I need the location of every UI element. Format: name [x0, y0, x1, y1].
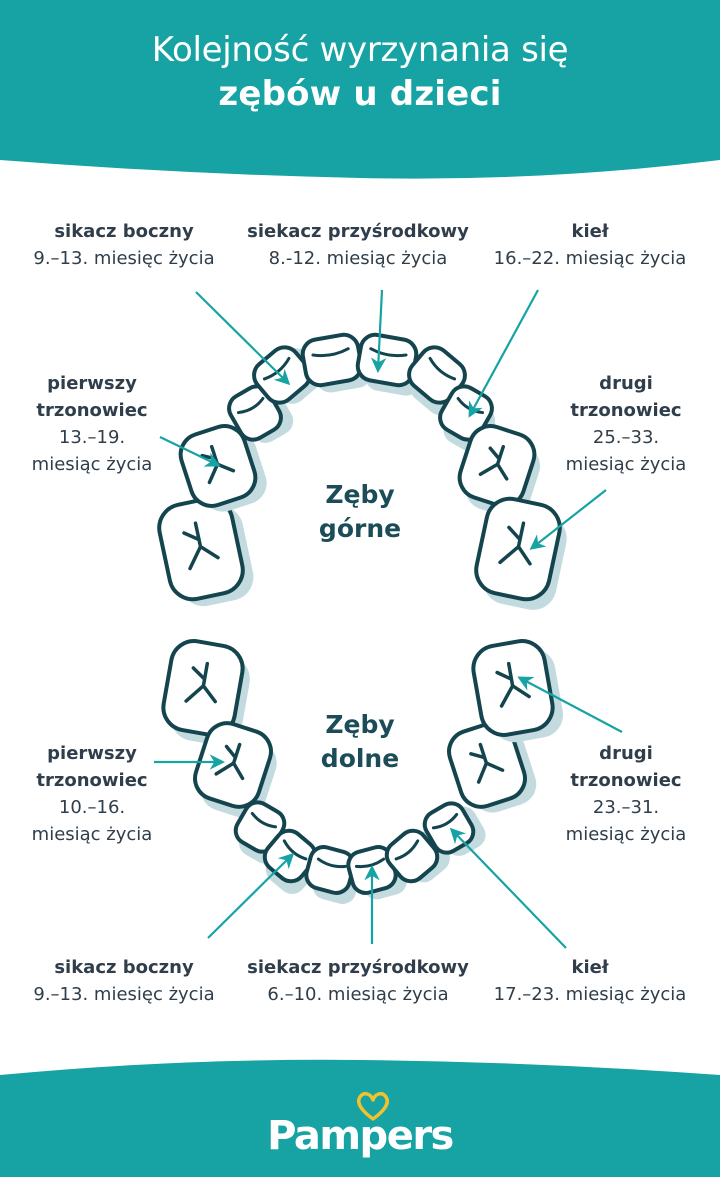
label-age: miesiąc życia [31, 454, 153, 475]
label-age: 10.–16. [58, 797, 126, 818]
label-upper-canine: kieł 16.–22. miesiąc życia [494, 218, 687, 272]
tooth-edge [369, 347, 408, 358]
upper-right-first-molar [457, 424, 541, 518]
upper-left-second-molar [157, 496, 254, 607]
tooth-groove [498, 521, 532, 566]
arrow-upper-canine [468, 289, 539, 418]
label-age: 6.–10. miesiąc życia [267, 984, 449, 1005]
label-name: drugi [599, 743, 653, 764]
label-name: trzonowiec [570, 400, 682, 421]
label-name: sikacz boczny [54, 221, 194, 242]
label-lower-central-incisor: siekacz przyśrodkowy 6.–10. miesiąc życi… [247, 954, 469, 1008]
arrow-lower-second-molar [517, 676, 623, 733]
label-upper-first-molar: pierwszy trzonowiec 13.–19. miesiąc życi… [32, 370, 153, 478]
tooth-groove [478, 444, 509, 481]
label-upper-second-molar: drugi trzonowiec 25.–33. miesiąc życia [566, 370, 687, 478]
label-name: sikacz boczny [54, 957, 194, 978]
tooth-edge [282, 839, 308, 861]
label-name: trzonowiec [36, 400, 148, 421]
label-age: 9.–13. miesięc życia [33, 984, 215, 1005]
arrow-upper-central-incisor [370, 289, 387, 374]
label-age: 23.–31. [592, 797, 660, 818]
upper-jaw [157, 332, 567, 610]
label-name: siekacz przyśrodkowy [247, 957, 469, 978]
tooth-groove [184, 661, 217, 704]
label-name: drugi [599, 373, 653, 394]
label-upper-lateral-incisor: sikacz boczny 9.–13. miesięc życia [33, 218, 214, 272]
header-band [0, 0, 720, 179]
tooth-edge [311, 347, 350, 358]
label-age: 9.–13. miesięc życia [33, 248, 215, 269]
label-name: kieł [571, 221, 609, 242]
label-age: 16.–22. miesiąc życia [493, 248, 687, 269]
pampers-logo: Pampers [267, 1091, 454, 1159]
lower-jaw-title: Zęby dolne [321, 708, 399, 776]
title-line-1: Kolejność wyrzynania się [151, 30, 569, 70]
footer-band [0, 1059, 720, 1177]
upper-right-second-molar [474, 496, 567, 610]
heart-icon [357, 1091, 389, 1121]
label-name: trzonowiec [36, 770, 148, 791]
arrow-upper-lateral-incisor [195, 291, 291, 386]
tooth-groove [182, 521, 220, 571]
label-age: miesiąc życia [565, 824, 687, 845]
lower-right-first-molar [447, 721, 537, 813]
tooth-groove [495, 661, 531, 708]
tooth-outline [384, 828, 440, 884]
tooth-groove [469, 742, 505, 784]
tooth-edge [316, 857, 348, 869]
label-age: miesiąc życia [31, 824, 153, 845]
lower-jaw-title-line-1: Zęby [325, 710, 395, 739]
label-lower-lateral-incisor: sikacz boczny 9.–13. miesięc życia [33, 954, 214, 1008]
lower-left-central-incisor [304, 845, 361, 904]
label-lower-canine: kieł 17.–23. miesiąc życia [494, 954, 687, 1008]
label-name: kieł [571, 957, 609, 978]
lower-right-second-molar [471, 639, 564, 743]
arrow-upper-second-molar [529, 489, 607, 550]
tooth-outline [300, 332, 364, 388]
label-upper-central-incisor: siekacz przyśrodkowy 8.-12. miesiąc życi… [247, 218, 469, 272]
label-age: 25.–33. [592, 427, 660, 448]
tooth-edge [428, 356, 457, 381]
header: Kolejność wyrzynania się zębów u dzieci [0, 28, 720, 116]
lower-jaw [161, 639, 564, 904]
label-age: 13.–19. [58, 427, 126, 448]
arrow-upper-first-molar [159, 436, 221, 467]
label-lower-second-molar: drugi trzonowiec 23.–31. miesiąc życia [566, 740, 687, 848]
label-name: siekacz przyśrodkowy [247, 221, 469, 242]
arrow-lower-lateral-incisor [207, 852, 295, 939]
label-age: 17.–23. miesiąc życia [493, 984, 687, 1005]
upper-jaw-title-line-1: Zęby [325, 480, 395, 509]
label-name: trzonowiec [570, 770, 682, 791]
lower-jaw-title-line-2: dolne [320, 744, 400, 773]
tooth-edge [236, 396, 265, 415]
upper-jaw-title-line-2: górne [318, 514, 402, 543]
title-line-2: zębów u dzieci [218, 74, 502, 114]
label-age: miesiąc życia [565, 454, 687, 475]
logo-text: Pampers [267, 1113, 453, 1159]
tooth-edge [394, 839, 420, 861]
label-age: 8.-12. miesiąc życia [268, 248, 448, 269]
tooth-edge [250, 811, 278, 829]
upper-jaw-title: Zęby górne [319, 478, 401, 546]
label-lower-first-molar: pierwszy trzonowiec 10.–16. miesiąc życi… [32, 740, 153, 848]
label-name: pierwszy [47, 373, 137, 394]
arrow-lower-canine [449, 827, 567, 949]
pointer-arrows [154, 289, 623, 949]
label-name: pierwszy [47, 743, 137, 764]
tooth-edge [431, 812, 459, 830]
